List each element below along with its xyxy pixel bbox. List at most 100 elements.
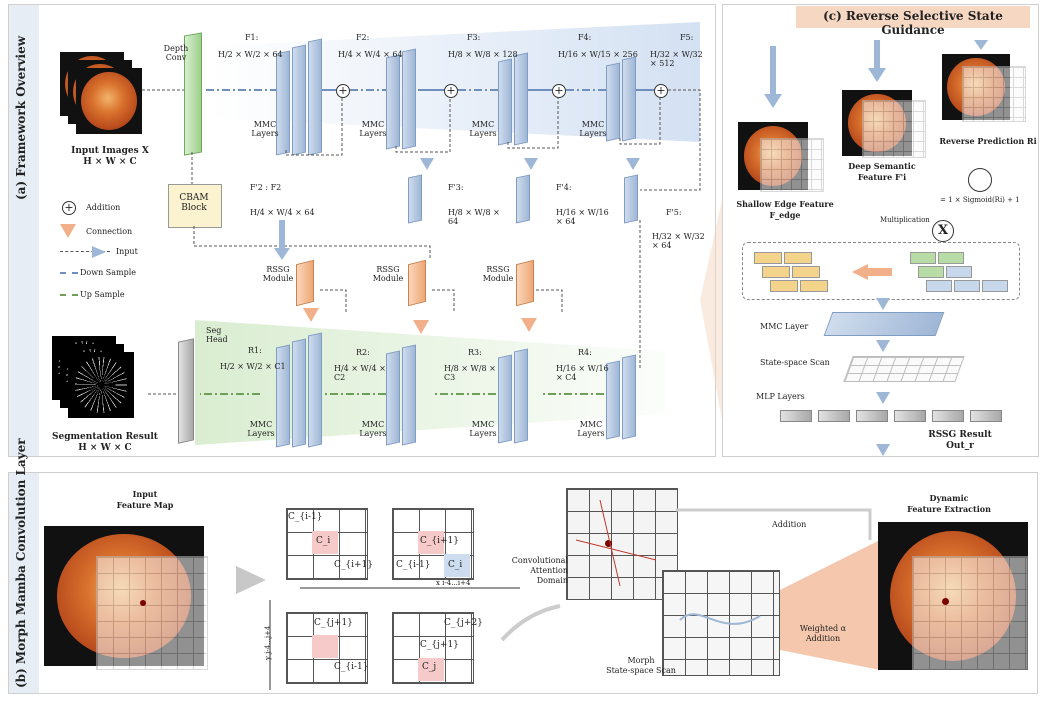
connection-arrow-icon [60, 224, 76, 238]
blue-tile [946, 266, 972, 278]
reverse-prediction-grid [962, 66, 1026, 122]
yellow-tile [792, 266, 820, 278]
panel-b-side-tab [9, 473, 39, 693]
rssg-label-1: RSSG Module [262, 265, 294, 283]
mlp-block [932, 410, 964, 422]
legend-connection: Connection [86, 227, 133, 236]
yellow-tile [762, 266, 790, 278]
legend-down-sample: Down Sample [80, 268, 137, 277]
decoder-r4-name: R4: [578, 348, 592, 357]
down-sample-icon [60, 272, 78, 274]
conv-grid-3-center [312, 635, 338, 658]
conv-attention-grid [566, 488, 678, 600]
reduced-f4-name: F'4: [556, 183, 572, 192]
dynamic-feature-grid [912, 556, 1028, 670]
attention-center [605, 540, 612, 547]
stage-arrow-2 [876, 340, 890, 352]
conv-grid-2-center [418, 531, 444, 554]
connection-arrow-2 [413, 320, 429, 334]
encoder-f1-name: F1: [245, 33, 259, 42]
conv-grid-1-center [312, 531, 338, 554]
cell-c-i-plus-1-b: C_{i+1} [420, 536, 459, 546]
mmc-label-dec-4: MMC Layers [577, 420, 605, 438]
input-line-icon [60, 251, 110, 252]
conv-attention-label-2: Attention [530, 566, 568, 575]
c-arrow-mid-head [868, 68, 886, 82]
green-tile [918, 266, 944, 278]
blue-tile [954, 280, 980, 292]
reduced-f4-dim: H/16 × W/16 × 64 [556, 208, 609, 226]
cell-c-j-plus-1: C_{j+1} [314, 618, 353, 628]
panel-c-title: (c) Reverse Selective State Guidance [823, 9, 1003, 37]
dynamic-label-1: Dynamic [929, 493, 969, 503]
input-arrow-1 [279, 220, 285, 250]
dynamic-center-point [942, 598, 949, 605]
center-point [140, 600, 146, 606]
mmc-label-dec-2: MMC Layers [359, 420, 387, 438]
reverse-prediction-label: Reverse Prediction Ri [939, 136, 1037, 146]
addition-label: Addition [772, 520, 807, 529]
decoder-r3-dim: H/8 × W/8 × C3 [444, 364, 496, 382]
cbam-block [168, 184, 222, 228]
mlp-block [818, 410, 850, 422]
mlp-block [780, 410, 812, 422]
reduced-f2-dim: H/4 × W/4 × 64 [250, 208, 315, 217]
cell-c-i-minus-1: C_{i-1} [288, 512, 323, 522]
stage-arrow-3 [876, 392, 890, 404]
morph-label-2: State-space Scan [606, 666, 676, 675]
reduced-f5-dim: H/32 × W/32 × 64 [652, 232, 705, 250]
deep-semantic-grid [862, 100, 926, 158]
c-arrow-mid [874, 40, 880, 70]
panel-a-side-tab [9, 5, 39, 456]
stage-arrow-1 [876, 298, 890, 310]
encoder-f5-name: F5: [680, 33, 694, 42]
cell-c-j-plus-1-b: C_{j+1} [420, 640, 459, 650]
mmc-label-enc-1: MMC Layers [251, 120, 279, 138]
shallow-edge-symbol: F_edge [769, 210, 801, 220]
rssg-result-label: RSSG Result [928, 430, 992, 440]
cell-c-j: C_j [422, 662, 437, 672]
rssg-label-3: RSSG Module [482, 265, 514, 283]
sigmoid-icon [968, 168, 992, 192]
yellow-tile [800, 280, 828, 292]
conv-attention-label-1: Convolutional [511, 556, 568, 565]
encoder-f5-dim: H/32 × W/32 × 512 [650, 50, 703, 68]
deep-semantic-symbol: Feature F'i [857, 172, 907, 182]
seg-result-label: Segmentation Result [52, 432, 158, 442]
mlp-block [894, 410, 926, 422]
input-dims: H × W × C [83, 157, 137, 167]
c-arrow-left-head [764, 94, 782, 108]
mmc-label-enc-4: MMC Layers [579, 120, 607, 138]
sigmoid-formula: = 1 × Sigmoid(Ri) + 1 [940, 196, 1020, 204]
decoder-r1-name: R1: [248, 346, 262, 355]
input-feature-grid [96, 556, 208, 670]
mlp-layers-label: MLP Layers [756, 392, 805, 401]
seg-head-label: Seg Head [206, 326, 228, 344]
decoder-r3-name: R3: [468, 348, 482, 357]
encoder-f2-dim: H/4 × W/4 × 64 [338, 50, 403, 59]
input-arrow-1-head [274, 248, 290, 260]
morph-label-1: Morph [627, 656, 655, 665]
encoder-f4-name: F4: [578, 33, 592, 42]
connection-arrow-1 [303, 308, 319, 322]
addition-node-1: + [336, 84, 350, 98]
cell-c-j-plus-2: C_{j+2} [444, 618, 483, 628]
reduced-f2-name: F'2 : F2 [250, 183, 282, 192]
x-axis-label: x i-4...i+4 [436, 579, 471, 587]
addition-node-3: + [552, 84, 566, 98]
state-space-scan-label: State-space Scan [760, 358, 830, 367]
input-image [76, 68, 142, 134]
mmc-layer-label: MMC Layer [760, 322, 809, 331]
down-arrow-f5 [626, 158, 640, 170]
rssg-result-symbol: Out_r [946, 441, 974, 451]
cell-c-i: C_i [316, 536, 331, 546]
decoder-r4-dim: H/16 × W/16 × C4 [556, 364, 609, 382]
conv-grid-2-side [444, 554, 470, 577]
gray-arrow-icon [236, 566, 266, 594]
c-arrow-left [770, 46, 776, 96]
multiplication-label: Multiplication [880, 216, 930, 224]
cell-c-i-minus-1-c: C_{i-1} [334, 662, 369, 672]
seg-result-image [68, 352, 134, 418]
mmc-label-dec-1: MMC Layers [247, 420, 275, 438]
